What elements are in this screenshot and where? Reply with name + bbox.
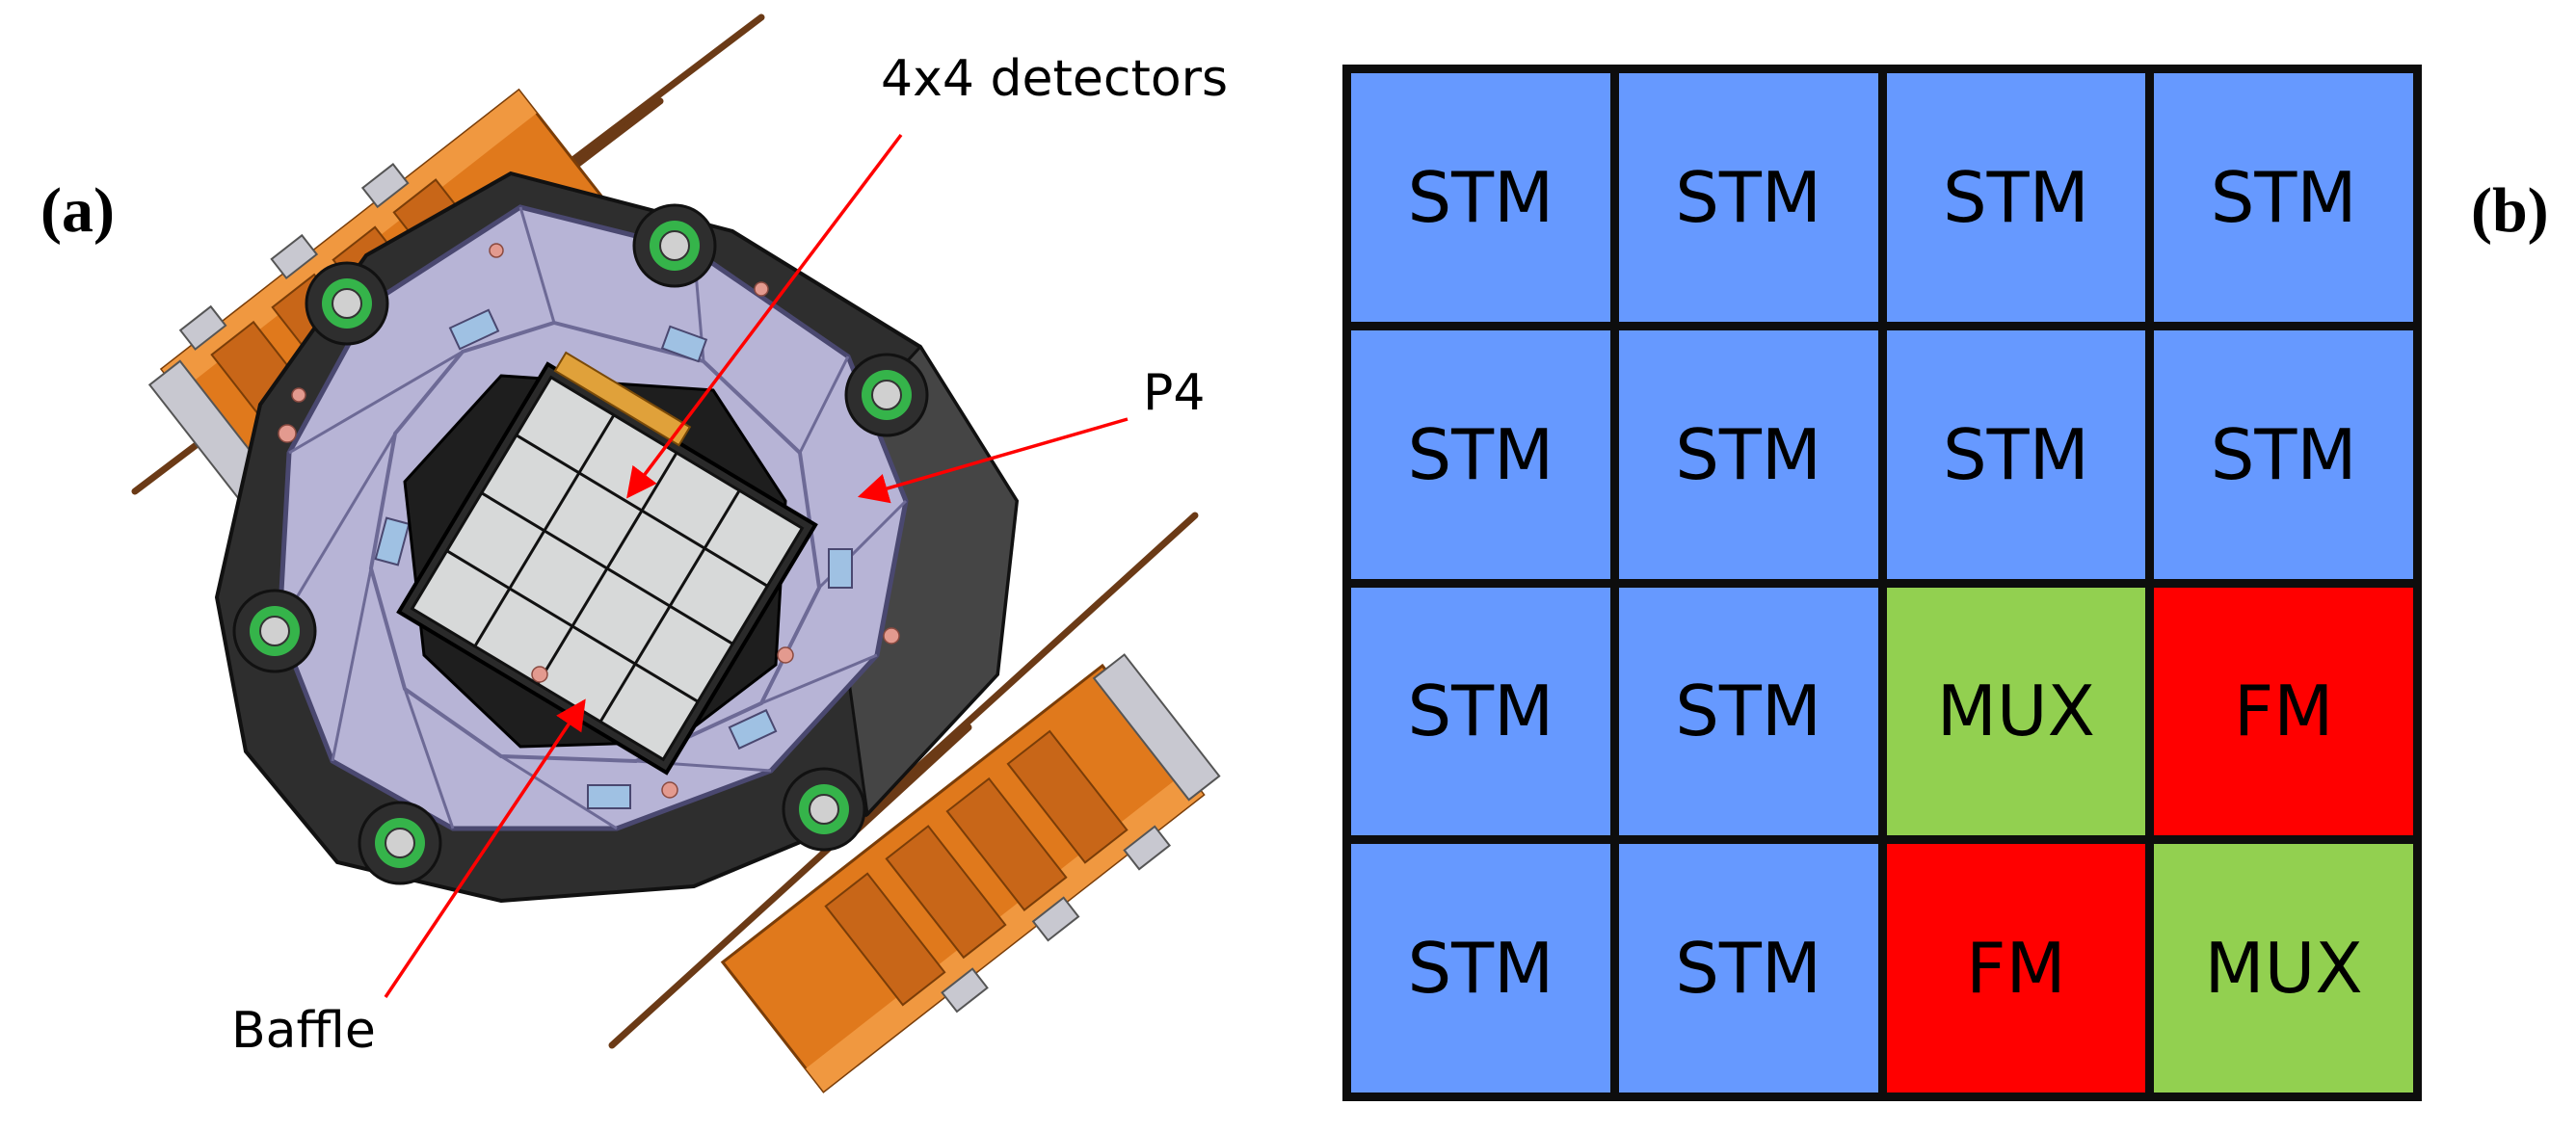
grid-cell-r1c4: STM <box>2154 73 2413 322</box>
ring-inner-edge <box>368 320 822 764</box>
bolts <box>278 243 900 799</box>
callout-arrows <box>384 133 1129 998</box>
mounting-lugs <box>232 203 929 885</box>
grid-cell-r3c3: MUX <box>1886 587 2146 836</box>
callout-p4: P4 <box>1143 364 1206 422</box>
grid-cell-r3c1: STM <box>1351 587 1610 836</box>
grid-cell-r3c4: FM <box>2154 587 2413 836</box>
grid-cell-r2c2: STM <box>1618 329 1878 579</box>
panel-label-a: (a) <box>40 175 115 246</box>
detector-layout-grid: STM STM STM STM STM STM STM STM STM STM … <box>1342 65 2422 1101</box>
cad-drawing <box>131 13 1221 1093</box>
grid-cell-r1c1: STM <box>1351 73 1610 322</box>
callout-baffle: Baffle <box>231 1002 376 1060</box>
grid-cell-r4c1: STM <box>1351 844 1610 1093</box>
panel-label-b: (b) <box>2471 175 2549 246</box>
grid-cell-r1c3: STM <box>1886 73 2146 322</box>
lower-cable-harness <box>720 653 1221 1093</box>
grid-cell-r1c2: STM <box>1618 73 1878 322</box>
grid-cell-r2c1: STM <box>1351 329 1610 579</box>
grid-cell-r3c2: STM <box>1618 587 1878 836</box>
grid-cell-r2c4: STM <box>2154 329 2413 579</box>
detector-array <box>396 351 818 776</box>
grid-cell-r4c3: FM <box>1886 844 2146 1093</box>
ring-blue-pads <box>374 308 853 809</box>
callout-4x4-detectors: 4x4 detectors <box>881 50 1229 108</box>
grid-cell-r2c3: STM <box>1886 329 2146 579</box>
grid-cell-r4c4: MUX <box>2154 844 2413 1093</box>
grid-cell-r4c2: STM <box>1618 844 1878 1093</box>
